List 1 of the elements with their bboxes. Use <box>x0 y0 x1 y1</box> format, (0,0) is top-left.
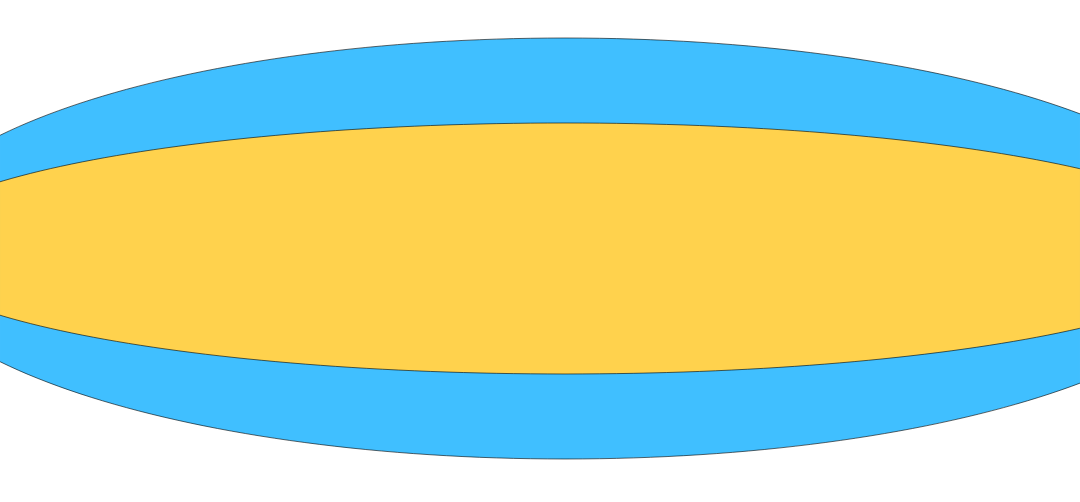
ellipse <box>0 122 1080 375</box>
